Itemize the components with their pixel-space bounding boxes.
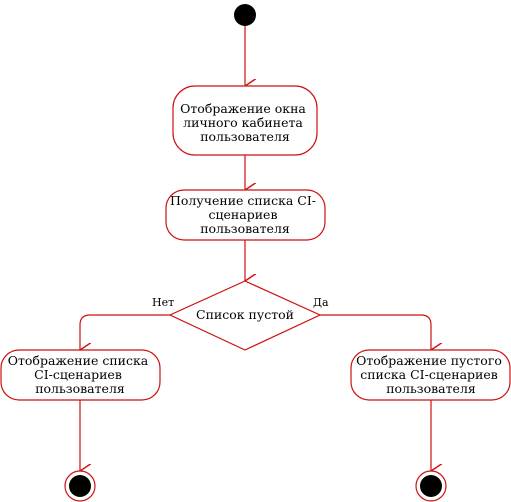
decision-node: Список пустой [168, 280, 322, 351]
action-node-get-list: Получение списка CI- сценариев пользоват… [165, 189, 326, 241]
edge-label-yes: Да [313, 296, 329, 309]
svg-text:Получение списка CI- сце: Получение списка CI- сценариев пользоват… [170, 193, 320, 236]
action-node-show-list: Отображение списка CI-сценариев пользова… [0, 349, 161, 401]
end-node-right [415, 470, 447, 502]
edge-decision-no [80, 314, 170, 350]
svg-text:Список пустой: Список пустой [196, 307, 294, 322]
svg-text:Отображение пустого спис: Отображение пустого списка CI-сценариев … [356, 353, 506, 396]
svg-text:Отображение окна личного: Отображение окна личного кабинета пользо… [180, 101, 310, 144]
action-node-show-empty: Отображение пустого списка CI-сценариев … [350, 349, 511, 401]
edge-label-no: Нет [152, 296, 174, 309]
start-node [234, 4, 256, 26]
svg-text:Отображение списка CI-сц: Отображение списка CI-сценариев пользова… [8, 353, 153, 396]
action-node-show-cabinet: Отображение окна личного кабинета пользо… [172, 85, 318, 156]
end-node-left [64, 470, 96, 502]
edge-decision-yes [320, 314, 431, 350]
